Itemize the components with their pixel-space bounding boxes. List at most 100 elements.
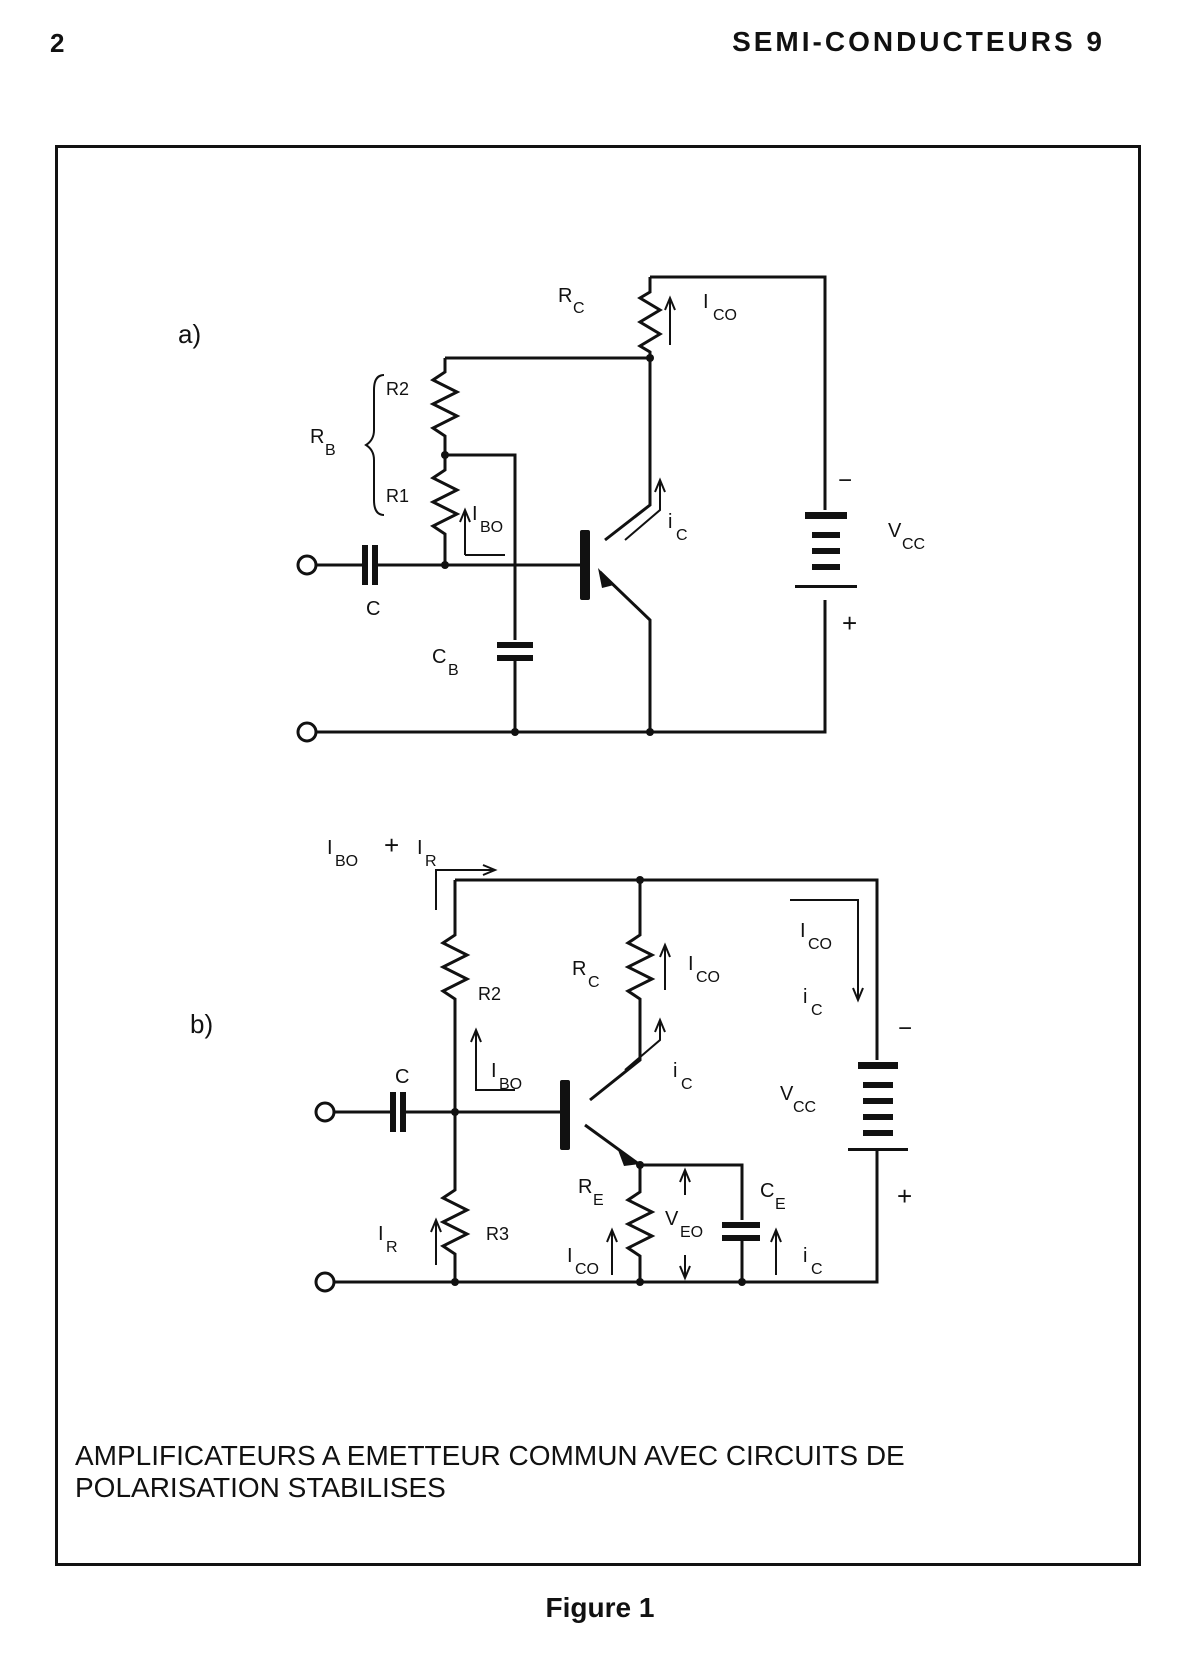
svg-text:I: I [703, 291, 709, 313]
input-terminal-a [296, 554, 318, 576]
svg-text:R: R [572, 958, 586, 980]
svg-text:i: i [668, 511, 672, 533]
resistor-r2-a [429, 358, 461, 455]
svg-text:C: C [432, 646, 446, 668]
svg-text:R1: R1 [386, 486, 409, 506]
svg-text:R: R [578, 1176, 592, 1198]
transistor-a [580, 530, 590, 600]
svg-text:R2: R2 [478, 984, 501, 1004]
wire-ground-b [334, 1150, 879, 1284]
svg-text:CO: CO [808, 936, 832, 953]
input-terminal-b [314, 1101, 336, 1123]
emitter-arrow-b [618, 1150, 640, 1166]
wire-ground-a [316, 600, 827, 734]
svg-text:BO: BO [480, 519, 503, 536]
figure-caption: AMPLIFICATEURS A EMETTEUR COMMUN AVEC CI… [75, 1440, 905, 1503]
battery-vcc-b [858, 1062, 898, 1069]
svg-text:C: C [395, 1066, 409, 1088]
resistor-r3-b [439, 1112, 471, 1280]
current-arrows-b [430, 864, 864, 1281]
svg-text:EO: EO [680, 1224, 703, 1241]
resistor-rc-b [589, 880, 656, 1102]
svg-text:i: i [803, 1245, 807, 1267]
wire-cb-a [445, 453, 517, 640]
svg-text:I: I [417, 837, 423, 859]
circuit-a-fills [362, 354, 857, 736]
svg-text:V: V [780, 1083, 794, 1105]
svg-text:R2: R2 [386, 379, 409, 399]
resistor-rc-a [637, 277, 663, 358]
svg-text:+: + [842, 608, 857, 638]
current-arrows-a [364, 295, 676, 556]
svg-text:V: V [665, 1208, 679, 1230]
svg-text:CO: CO [713, 307, 737, 324]
battery-vcc-a [805, 512, 847, 519]
svg-text:I: I [800, 920, 806, 942]
svg-text:E: E [593, 1192, 604, 1209]
svg-text:B: B [325, 442, 336, 459]
label-a: a) [178, 319, 201, 349]
wire-top-b [455, 878, 879, 1060]
svg-text:CO: CO [696, 969, 720, 986]
svg-text:CC: CC [793, 1099, 816, 1116]
wire-collector-a [604, 358, 652, 542]
labels-b: b) I BO + I R R2 R C I CO I CO i C − C I… [190, 830, 912, 1278]
svg-text:C: C [681, 1076, 693, 1093]
svg-text:R: R [558, 285, 572, 307]
capacitor-c-a [362, 545, 368, 585]
svg-text:I: I [327, 837, 333, 859]
svg-text:CC: CC [902, 536, 925, 553]
circuit-b [314, 878, 879, 1293]
svg-text:I: I [567, 1245, 573, 1267]
label-b: b) [190, 1009, 213, 1039]
labels-a: a) R C I CO R2 R B R1 I BO i C V CC − + … [178, 285, 925, 679]
circuit-b-fills [390, 876, 908, 1286]
svg-text:i: i [673, 1060, 677, 1082]
svg-text:C: C [588, 974, 600, 991]
capacitor-c-b [390, 1092, 396, 1132]
svg-text:+: + [897, 1181, 912, 1211]
transistor-b [560, 1080, 570, 1150]
svg-text:R3: R3 [486, 1224, 509, 1244]
svg-text:C: C [366, 598, 380, 620]
svg-text:V: V [888, 520, 902, 542]
capacitor-cb-a [497, 642, 533, 648]
svg-text:I: I [472, 503, 478, 525]
wire-top-a [650, 275, 827, 510]
svg-text:BO: BO [335, 853, 358, 870]
svg-text:C: C [811, 1261, 823, 1278]
svg-text:CO: CO [575, 1261, 599, 1278]
resistor-re-b [624, 1165, 656, 1280]
capacitor-ce-b [722, 1222, 760, 1228]
svg-text:I: I [491, 1060, 497, 1082]
page-number: 2 [50, 28, 65, 58]
svg-text:C: C [676, 527, 688, 544]
svg-text:BO: BO [499, 1076, 522, 1093]
circuit-a [296, 275, 827, 743]
svg-text:E: E [775, 1196, 786, 1213]
ground-terminal-a [296, 721, 318, 743]
svg-text:C: C [811, 1002, 823, 1019]
ground-terminal-b [314, 1271, 336, 1293]
svg-text:C: C [573, 300, 585, 317]
figure-frame [55, 145, 1141, 1566]
svg-text:R: R [310, 426, 324, 448]
svg-text:I: I [378, 1223, 384, 1245]
svg-text:i: i [803, 986, 807, 1008]
wire-ce-top-b [640, 1163, 744, 1220]
svg-text:R: R [425, 853, 437, 870]
svg-text:+: + [384, 830, 399, 860]
svg-text:B: B [448, 662, 459, 679]
emitter-arrow-a [598, 568, 614, 588]
wire-emitter-a [598, 570, 652, 730]
resistor-r1-a [429, 455, 461, 565]
resistor-r2-b [439, 880, 471, 1112]
figure-label: Figure 1 [545, 1592, 655, 1623]
svg-text:R: R [386, 1239, 398, 1256]
svg-text:−: − [898, 1015, 912, 1042]
running-title: SEMI-CONDUCTEURS 9 [732, 26, 1105, 57]
svg-text:−: − [838, 467, 852, 494]
svg-text:C: C [760, 1180, 774, 1202]
svg-text:I: I [688, 953, 694, 975]
